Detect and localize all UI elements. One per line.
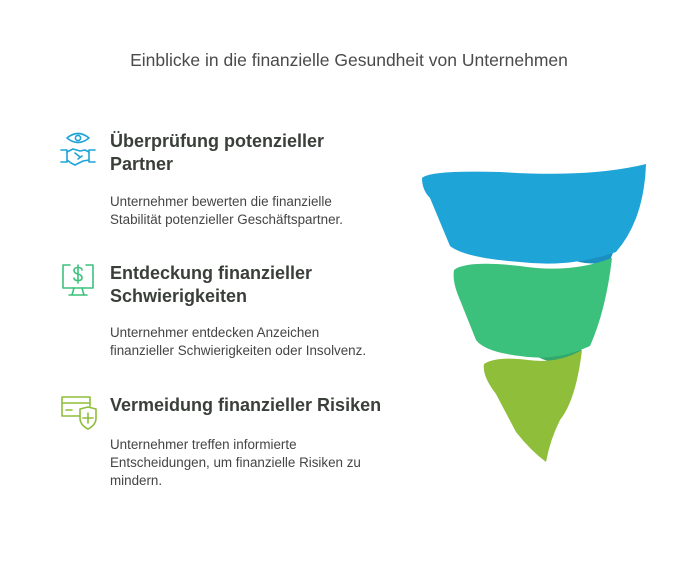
item-description: Unternehmer treffen informierte Entschei… xyxy=(110,437,361,488)
funnel-band-lime xyxy=(483,350,582,462)
spiral-funnel-illustration xyxy=(422,164,646,462)
card-shield-icon xyxy=(61,396,97,430)
item-heading: Überprüfung potenzieller Partner xyxy=(110,131,325,174)
funnel-band-green xyxy=(453,258,612,358)
item-heading: Entdeckung finanzieller Schwierigkeiten xyxy=(110,263,313,306)
funnel-band-blue xyxy=(422,164,646,264)
handshake-eye-icon xyxy=(60,132,96,166)
page-title: Einblicke in die finanzielle Gesundheit … xyxy=(130,50,568,70)
item-description: Unternehmer entdecken Anzeichen finanzie… xyxy=(110,325,367,358)
item-heading: Vermeidung finanzieller Risiken xyxy=(110,395,382,415)
monitor-dollar-icon xyxy=(62,264,94,296)
item-description: Unternehmer bewerten die finanzielle Sta… xyxy=(110,194,343,227)
